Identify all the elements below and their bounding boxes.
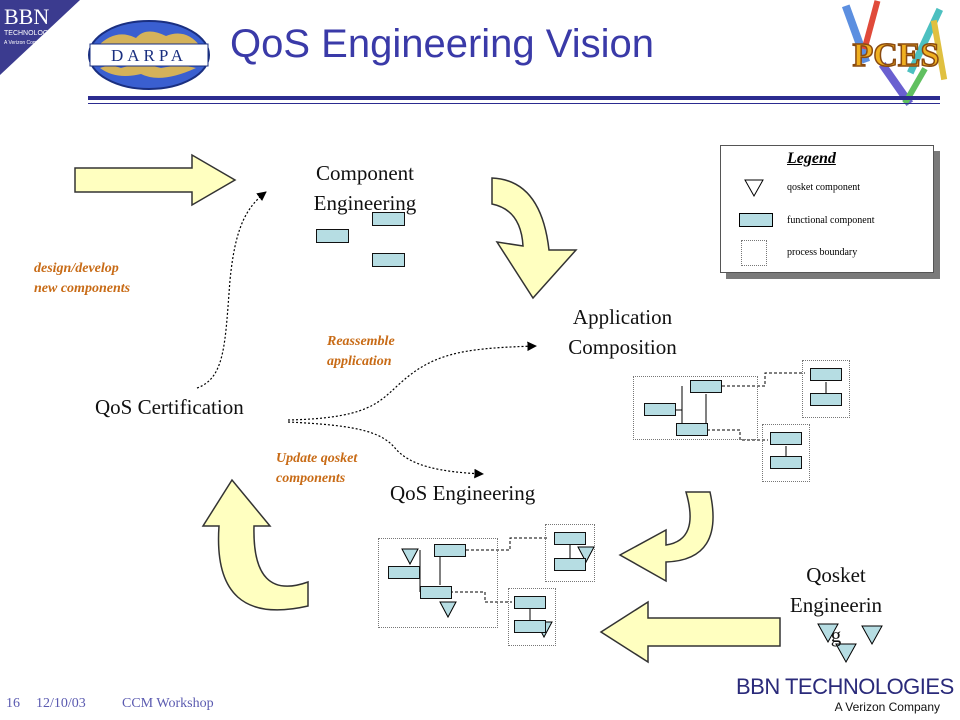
qosket-triangle-icon [439, 601, 457, 619]
svg-text:TECHNOLOGIES: TECHNOLOGIES [4, 30, 60, 37]
functional-component [810, 368, 842, 381]
legend-title: Legend [787, 150, 836, 167]
legend-label-qosket: qosket component [787, 182, 861, 193]
qosket-triangle-icon [861, 625, 883, 646]
functional-component [514, 596, 546, 609]
stage-application-composition: Application Composition [568, 305, 677, 359]
functional-component [554, 558, 586, 571]
process-boundary [802, 360, 850, 418]
svg-text:PCES: PCES [853, 37, 940, 74]
functional-component [644, 403, 676, 416]
bbn-logo: BBN TECHNOLOGIES A Verizon Company [0, 0, 80, 75]
functional-component [372, 212, 405, 226]
page-title: QoS Engineering Vision [230, 22, 654, 66]
process-boundary [545, 524, 595, 582]
title-rule-thin [88, 103, 940, 104]
process-boundary [633, 376, 758, 440]
annotation-update-qosket: Update qosket components [276, 451, 358, 486]
qosket-arrow [599, 600, 781, 664]
annotation-design-develop: design/develop new components [34, 261, 131, 296]
functional-component [434, 544, 466, 557]
functional-component [770, 456, 802, 469]
process-boundary-icon [741, 240, 767, 266]
legend-label-functional: functional component [787, 215, 875, 226]
darpa-logo: DARPA [86, 18, 212, 92]
qosket-triangle-icon [817, 623, 839, 644]
slide-number: 16 [6, 696, 20, 711]
legend-label-process: process boundary [787, 247, 858, 258]
functional-rect-icon [739, 213, 773, 227]
flow-line-design [196, 191, 267, 389]
functional-component [676, 423, 708, 436]
stage-qos-engineering: QoS Engineering [390, 481, 536, 505]
legend: Legend qosket component functional compo… [720, 145, 934, 273]
footer-event: CCM Workshop [122, 696, 214, 711]
curved-arrow-compose [491, 177, 578, 300]
svg-text:DARPA: DARPA [111, 46, 187, 65]
title-rule [88, 96, 940, 100]
functional-component [420, 586, 452, 599]
curved-arrow-qos-eng [618, 491, 714, 583]
flow-line-update [287, 421, 484, 479]
footer-brand-logo: BBN TECHNOLOGIES A Verizon Company [736, 674, 954, 718]
stage-qos-certification: QoS Certification [95, 395, 244, 419]
functional-component [690, 380, 722, 393]
footer-brand: BBN TECHNOLOGIES [736, 674, 954, 699]
footer-date: 12/10/03 [36, 696, 86, 711]
entry-arrow [74, 153, 237, 207]
process-boundary [508, 588, 556, 646]
functional-component [770, 432, 802, 445]
process-boundary [762, 424, 810, 482]
stage-component-engineering: Component Engineering [313, 161, 417, 215]
svg-text:A Verizon Company: A Verizon Company [4, 40, 48, 46]
functional-component [388, 566, 420, 579]
stage-qosket-engineering: Qosket Engineerin g [789, 563, 883, 647]
pces-logo: PCES [832, 0, 960, 112]
functional-component [372, 253, 405, 267]
flow-line-reassemble [287, 341, 537, 421]
qosket-triangle-icon [401, 548, 419, 566]
svg-text:BBN: BBN [4, 4, 49, 29]
qosket-triangle-icon [835, 643, 857, 664]
functional-component [554, 532, 586, 545]
functional-component [810, 393, 842, 406]
qosket-triangle-icon [744, 179, 764, 198]
process-boundary [378, 538, 498, 628]
footer-brand-sub: A Verizon Company [834, 700, 940, 714]
qosket-triangle-icon [577, 546, 595, 564]
functional-component [514, 620, 546, 633]
annotation-reassemble: Reassemble application [327, 334, 395, 369]
functional-component [316, 229, 349, 243]
curved-arrow-certify [201, 478, 309, 611]
